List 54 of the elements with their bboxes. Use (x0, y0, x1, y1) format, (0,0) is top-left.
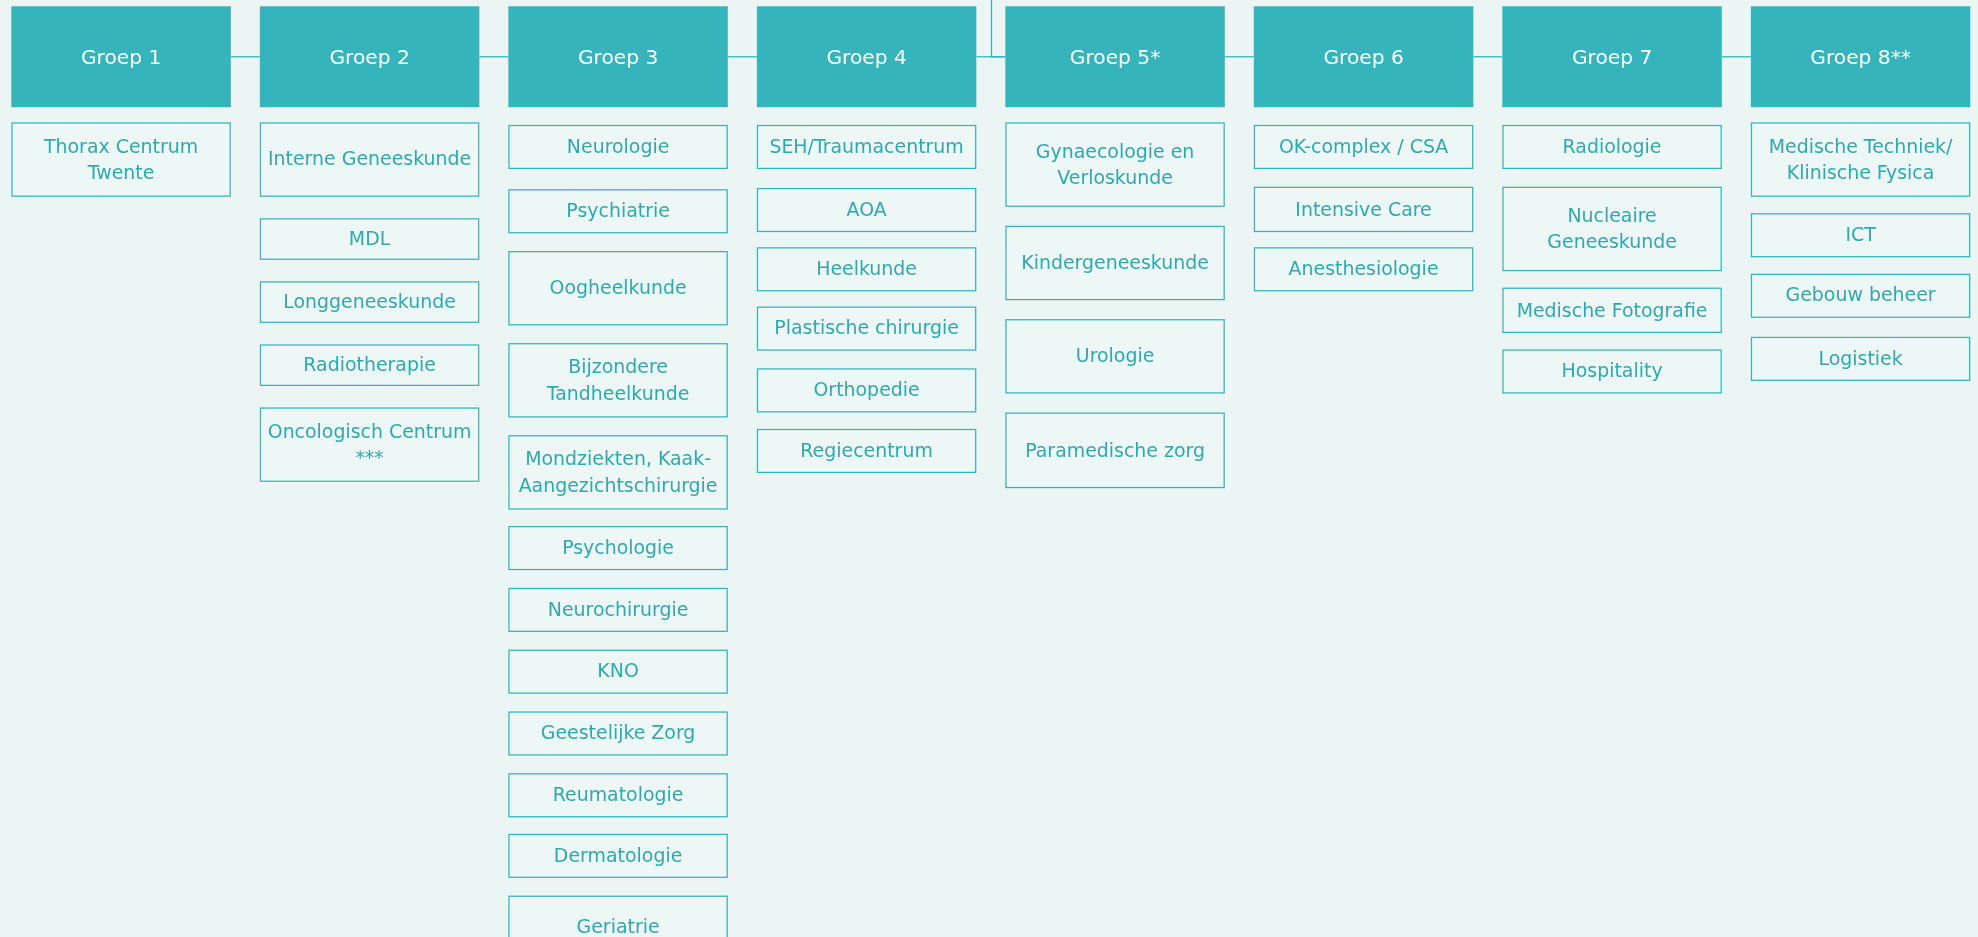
department-box: Geriatrie (508, 895, 728, 937)
department-box: Gynaecologie en Verloskunde (1005, 122, 1225, 207)
department-box: Logistiek (1750, 336, 1971, 381)
connector-line (1472, 56, 1503, 58)
group-header-box: Groep 1 (11, 6, 231, 108)
group-header-box: Groep 3 (508, 6, 728, 108)
group-header-box: Groep 4 (756, 6, 977, 108)
department-box: Thorax Centrum Twente (11, 122, 231, 197)
department-box: Kindergeneeskunde (1005, 225, 1225, 301)
group-header-box: Groep 6 (1253, 6, 1474, 108)
department-box: Oncologisch Centrum *** (259, 407, 480, 482)
group-header-box: Groep 2 (259, 6, 480, 108)
department-box: Regiecentrum (756, 428, 977, 473)
department-box: Psychiatrie (508, 189, 728, 234)
department-box: Anesthesiologie (1253, 247, 1474, 292)
department-box: MDL (259, 218, 480, 260)
department-box: Orthopedie (756, 368, 977, 413)
department-box: Bijzondere Tandheelkunde (508, 343, 728, 418)
connector-line (1721, 56, 1752, 58)
department-box: Radiologie (1502, 124, 1722, 170)
department-box: KNO (508, 649, 728, 694)
group-header-box: Groep 5* (1005, 6, 1225, 108)
department-box: Psychologie (508, 526, 728, 571)
connector-line (727, 56, 758, 58)
department-box: ICT (1750, 213, 1971, 258)
department-box: Neurologie (508, 124, 728, 170)
department-box: Interne Geneeskunde (259, 122, 480, 197)
department-box: Urologie (1005, 319, 1225, 394)
connector-line (990, 0, 1006, 58)
department-box: Plastische chirurgie (756, 306, 977, 351)
department-box: Geestelijke Zorg (508, 711, 728, 756)
department-box: Dermatologie (508, 833, 728, 878)
department-box: Longgeneeskunde (259, 281, 480, 323)
department-box: Gebouw beheer (1750, 273, 1971, 318)
department-box: AOA (756, 187, 977, 233)
department-box: OK-complex / CSA (1253, 124, 1474, 170)
department-box: Heelkunde (756, 247, 977, 292)
department-box: Radiotherapie (259, 344, 480, 386)
department-box: Paramedische zorg (1005, 412, 1225, 489)
connector-line (230, 56, 261, 58)
connector-line (1224, 56, 1255, 58)
connector-line (478, 56, 509, 58)
department-box: Hospitality (1502, 349, 1722, 394)
department-box: Reumatologie (508, 773, 728, 818)
department-box: SEH/Traumacentrum (756, 124, 977, 170)
group-header-box: Groep 8** (1750, 6, 1971, 108)
group-header-box: Groep 7 (1502, 6, 1722, 108)
department-box: Medische Techniek/ Klinische Fysica (1750, 122, 1971, 197)
department-box: Oogheelkunde (508, 251, 728, 326)
department-box: Medische Fotografie (1502, 287, 1722, 333)
department-box: Intensive Care (1253, 186, 1474, 233)
department-box: Neurochirurgie (508, 587, 728, 632)
department-box: Nucleaire Geneeskunde (1502, 186, 1722, 272)
department-box: Mondziekten, Kaak-Aangezichtschirurgie (508, 435, 728, 510)
